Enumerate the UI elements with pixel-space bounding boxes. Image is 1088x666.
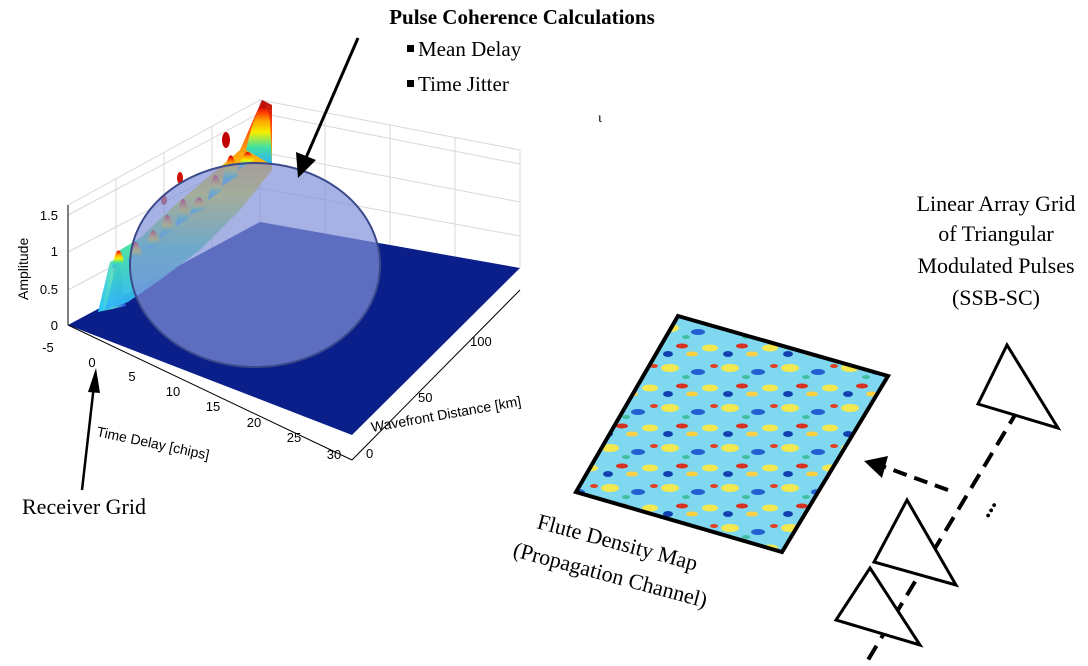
x-tick-label: -5 — [42, 340, 54, 355]
array-branch-arrow-line — [881, 464, 949, 492]
bullet-marker — [407, 80, 414, 87]
array-label-line: Linear Array Grid — [917, 191, 1076, 216]
x-axis-line — [67, 324, 353, 461]
z-axis-ticks: 0 0.5 1 1.5 — [40, 208, 58, 333]
pulse-triangle — [833, 565, 924, 648]
x-axis-label: Time Delay [chips] — [95, 423, 210, 462]
y-tick-label: 100 — [470, 334, 492, 349]
pulse-triangle — [975, 341, 1062, 431]
x-tick-label: 0 — [88, 355, 95, 370]
array-label-line: of Triangular — [938, 221, 1054, 246]
peak — [112, 250, 124, 268]
x-axis-ticks: -5 0 5 10 15 20 25 30 — [42, 340, 341, 462]
x-tick-label: 25 — [287, 430, 301, 445]
z-tick-label: 1.5 — [40, 208, 58, 223]
x-tick-label: 30 — [327, 447, 341, 462]
peak — [246, 105, 272, 165]
pulse-triangle — [871, 496, 960, 588]
y-axis-ticks: 0 50 100 — [366, 334, 492, 461]
y-tick-label: 50 — [418, 390, 432, 405]
y-axis-line — [351, 289, 521, 461]
peak-tip — [222, 132, 230, 148]
z-tick-label: 0 — [51, 318, 58, 333]
pulse-coherence-title: Pulse Coherence Calculations — [389, 5, 655, 29]
3d-surface-plot: 0 0.5 1 1.5 Amplitude -5 0 5 10 15 20 25… — [15, 99, 522, 463]
x-tick-label: 15 — [206, 399, 220, 414]
back-wall-frame — [259, 99, 521, 268]
array-branch-arrowhead — [864, 456, 888, 478]
bullet-item: Time Jitter — [418, 72, 509, 96]
bullet-marker — [407, 45, 414, 52]
array-label-line: (SSB-SC) — [952, 285, 1040, 310]
receiver-grid-label: Receiver Grid — [22, 494, 146, 519]
bullet-list: Mean Delay Time Jitter — [407, 37, 522, 96]
z-tick-label: 0.5 — [40, 282, 58, 297]
array-ellipsis: ... — [971, 493, 1003, 522]
peak-tip — [177, 172, 183, 184]
z-tick-label: 1 — [51, 244, 58, 259]
z-axis-label: Amplitude — [15, 238, 31, 300]
array-label: Linear Array Grid of Triangular Modulate… — [917, 191, 1076, 310]
x-tick-label: 20 — [247, 415, 261, 430]
array-label-line: Modulated Pulses — [917, 253, 1074, 278]
plot-axes — [67, 205, 521, 461]
y-axis-label: Wavefront Distance [km] — [370, 393, 522, 435]
x-tick-label: 5 — [128, 369, 135, 384]
bullet-item: Mean Delay — [418, 37, 522, 61]
receiver-arrow — [80, 368, 100, 491]
coherence-overlay-ellipse — [129, 162, 381, 368]
flute-density-map — [572, 313, 892, 555]
stray-mark: ι — [598, 111, 602, 126]
title-arrow — [296, 37, 360, 178]
x-tick-label: 10 — [166, 384, 180, 399]
y-tick-label: 0 — [366, 446, 373, 461]
